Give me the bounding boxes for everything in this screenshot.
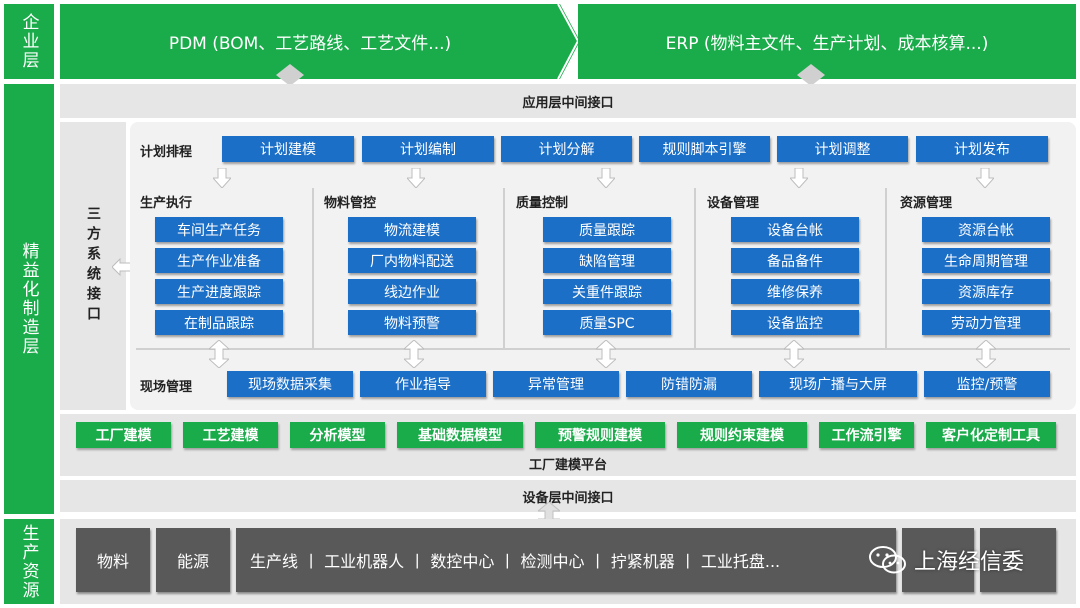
module-item[interactable]: 物料预警 [348,310,476,335]
layer-resources-label: 生产资源 [18,523,39,600]
device-interface-bar: 设备层中间接口 [60,480,1076,512]
vertical-arrow-icon [784,340,804,368]
plan-item-0[interactable]: 计划建模 [222,136,354,162]
vertical-arrow-icon [404,340,424,368]
down-arrow-icon [790,168,808,188]
module-item[interactable]: 质量跟踪 [543,217,671,242]
factory-item[interactable]: 工厂建模 [76,422,171,448]
down-arrow-icon [407,168,425,188]
module-divider [885,188,887,350]
module-item[interactable]: 资源台帐 [922,217,1050,242]
module-item[interactable]: 设备监控 [731,310,859,335]
layer-enterprise-label: 企业层 [18,13,39,70]
module-item[interactable]: 厂内物料配送 [348,248,476,273]
site-item[interactable]: 现场数据采集 [227,371,353,397]
module-item[interactable]: 生产作业准备 [155,248,283,273]
module-item[interactable]: 车间生产任务 [155,217,283,242]
planning-label: 计划排程 [140,145,193,160]
vertical-arrow-icon [209,340,229,368]
site-label: 现场管理 [140,380,193,395]
resource-material: 物料 [76,528,150,592]
module-item[interactable]: 设备台帐 [731,217,859,242]
resource-energy: 能源 [156,528,230,592]
device-interface-label: 设备层中间接口 [522,490,614,506]
plan-item-4[interactable]: 计划调整 [777,136,908,162]
pdm-label: PDM (BOM、工艺路线、工艺文件...) [168,34,452,54]
resource-material-label: 物料 [96,552,129,571]
factory-item[interactable]: 预警规则建模 [535,422,665,448]
down-arrow-icon [213,168,231,188]
module-item[interactable]: 线边作业 [348,279,476,304]
module-item[interactable]: 生命周期管理 [922,248,1050,273]
module-divider [312,188,314,350]
factory-item[interactable]: 客户化定制工具 [926,422,1056,448]
erp-label: ERP (物料主文件、生产计划、成本核算...) [665,34,989,54]
plan-item-5[interactable]: 计划发布 [916,136,1048,162]
module-item[interactable]: 资源库存 [922,279,1050,304]
watermark: 上海经信委 [868,542,1024,578]
wechat-icon [869,546,906,574]
module-title-quality: 质量控制 [516,196,569,211]
plan-item-3[interactable]: 规则脚本引擎 [639,136,770,162]
site-item[interactable]: 异常管理 [493,371,619,397]
resource-lines-label: 生产线 丨 工业机器人 丨 数控中心 丨 检测中心 丨 拧紧机器 丨 工业托盘.… [250,552,781,571]
layer-enterprise: 企业层 [4,4,54,79]
module-item[interactable]: 生产进度跟踪 [155,279,283,304]
double-arrow-icon [276,64,304,86]
module-title-material: 物料管控 [324,196,377,211]
third-party-label: 三方系统接口 [85,206,101,326]
factory-item[interactable]: 基础数据模型 [397,422,523,448]
vertical-arrow-icon [976,340,996,368]
down-arrow-icon [597,168,615,188]
site-item[interactable]: 作业指导 [360,371,486,397]
site-item[interactable]: 监控/预警 [924,371,1050,397]
module-divider [694,188,696,350]
app-interface-bar: 应用层中间接口 [60,84,1076,118]
plan-item-2[interactable]: 计划分解 [501,136,632,162]
resource-extra-1 [902,528,974,592]
layer-manufacturing-label: 精益化制造层 [18,242,39,356]
module-item[interactable]: 物流建模 [348,217,476,242]
factory-item[interactable]: 分析模型 [290,422,385,448]
resource-energy-label: 能源 [176,552,209,571]
module-item[interactable]: 维修保养 [731,279,859,304]
factory-platform-text: 工厂建模平台 [528,457,607,473]
module-item[interactable]: 质量SPC [543,310,671,335]
watermark-text: 上海经信委 [914,550,1025,575]
module-title-production: 生产执行 [140,196,193,211]
factory-platform-label: 工厂建模平台 [60,452,1076,474]
site-item[interactable]: 现场广播与大屏 [759,371,917,397]
module-item[interactable]: 劳动力管理 [922,310,1050,335]
factory-item[interactable]: 规则约束建模 [677,422,807,448]
plan-item-1[interactable]: 计划编制 [362,136,494,162]
factory-item[interactable]: 工艺建模 [183,422,278,448]
down-arrow-icon [976,168,994,188]
module-item[interactable]: 缺陷管理 [543,248,671,273]
pdm-block: PDM (BOM、工艺路线、工艺文件...) [60,4,560,79]
double-arrow-icon [797,64,825,86]
module-title-equipment: 设备管理 [707,196,760,211]
module-item[interactable]: 在制品跟踪 [155,310,283,335]
factory-item[interactable]: 工作流引擎 [819,422,914,448]
module-divider [503,188,505,350]
layer-resources: 生产资源 [4,519,54,604]
resource-lines: 生产线 丨 工业机器人 丨 数控中心 丨 检测中心 丨 拧紧机器 丨 工业托盘.… [236,528,896,592]
app-interface-label: 应用层中间接口 [522,95,614,111]
erp-block: ERP (物料主文件、生产计划、成本核算...) [578,4,1076,79]
module-title-resource: 资源管理 [900,196,953,211]
site-item[interactable]: 防错防漏 [626,371,752,397]
module-item[interactable]: 备品备件 [731,248,859,273]
resource-extra-2 [980,528,1056,592]
vertical-arrow-icon [596,340,616,368]
layer-manufacturing: 精益化制造层 [4,84,54,514]
module-item[interactable]: 关重件跟踪 [543,279,671,304]
